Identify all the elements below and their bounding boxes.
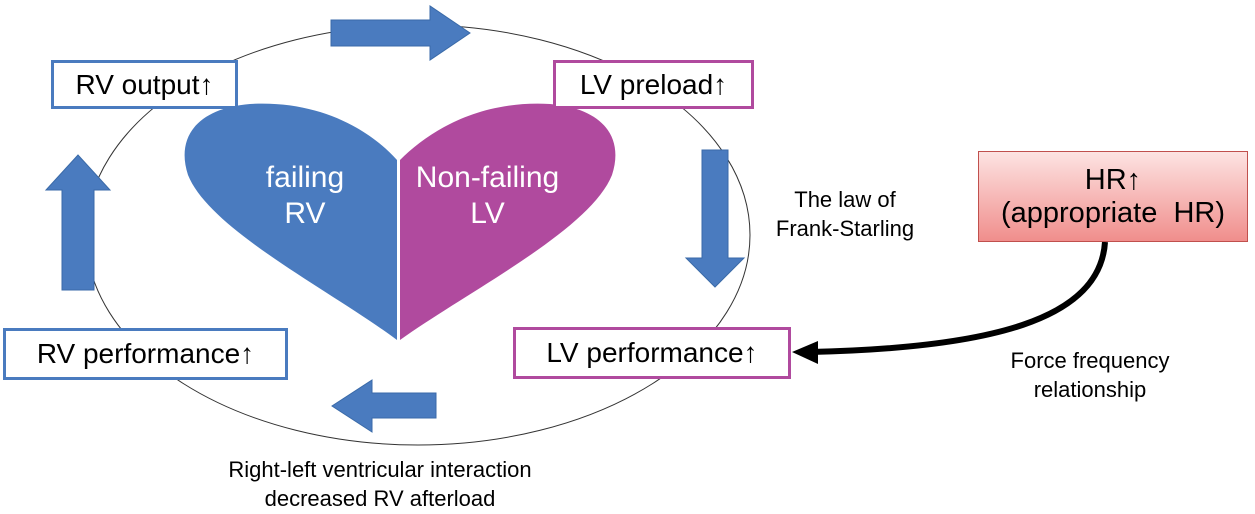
force-frequency-line2: relationship (1033, 377, 1147, 402)
heart-left-text: failing RV (240, 160, 370, 232)
frank-starling-line1: The law of (794, 187, 896, 212)
rv-output-label: RV output↑ (75, 68, 214, 100)
lv-preload-label: LV preload↑ (579, 68, 728, 100)
interaction-label: Right-left ventricular interaction decre… (175, 455, 585, 513)
force-frequency-line1: Force frequency (1010, 348, 1170, 373)
heart-right-half-lv (400, 103, 616, 340)
rv-performance-label: RV performance↑ (36, 338, 255, 369)
heart-left-half-rv (184, 103, 397, 340)
interaction-line2: decreased RV afterload (264, 486, 496, 511)
force-frequency-label: Force frequency relationship (985, 346, 1195, 404)
frank-starling-label: The law of Frank-Starling (760, 185, 930, 243)
lv-performance-label: LV performance↑ (546, 337, 758, 368)
frank-starling-line2: Frank-Starling (775, 216, 915, 241)
heart-right-line2: LV (470, 197, 505, 230)
heart-right-line1: Non-failing (415, 161, 560, 194)
heart-right-text: Non-failing LV (400, 160, 575, 232)
force-frequency-arrow (809, 241, 1108, 355)
arrow-down-right (684, 149, 746, 288)
lv-preload-box: LV preload↑ (553, 60, 754, 109)
force-frequency-arrowhead (792, 341, 818, 364)
lv-performance-box: LV performance↑ (513, 327, 791, 379)
heart-left-line2: RV (284, 197, 326, 230)
hr-line2: (appropriate HR) (1000, 196, 1226, 229)
arrow-left-bottom (331, 379, 437, 433)
rv-output-box: RV output↑ (51, 60, 238, 109)
hr-box: HR↑ (appropriate HR) (978, 151, 1248, 242)
arrow-right-top (330, 5, 471, 61)
hr-line1: HR↑ (1084, 163, 1142, 196)
interaction-line1: Right-left ventricular interaction (228, 457, 532, 482)
heart-left-line1: failing (265, 161, 345, 194)
arrow-up-left (44, 154, 112, 291)
rv-performance-box: RV performance↑ (3, 328, 288, 380)
